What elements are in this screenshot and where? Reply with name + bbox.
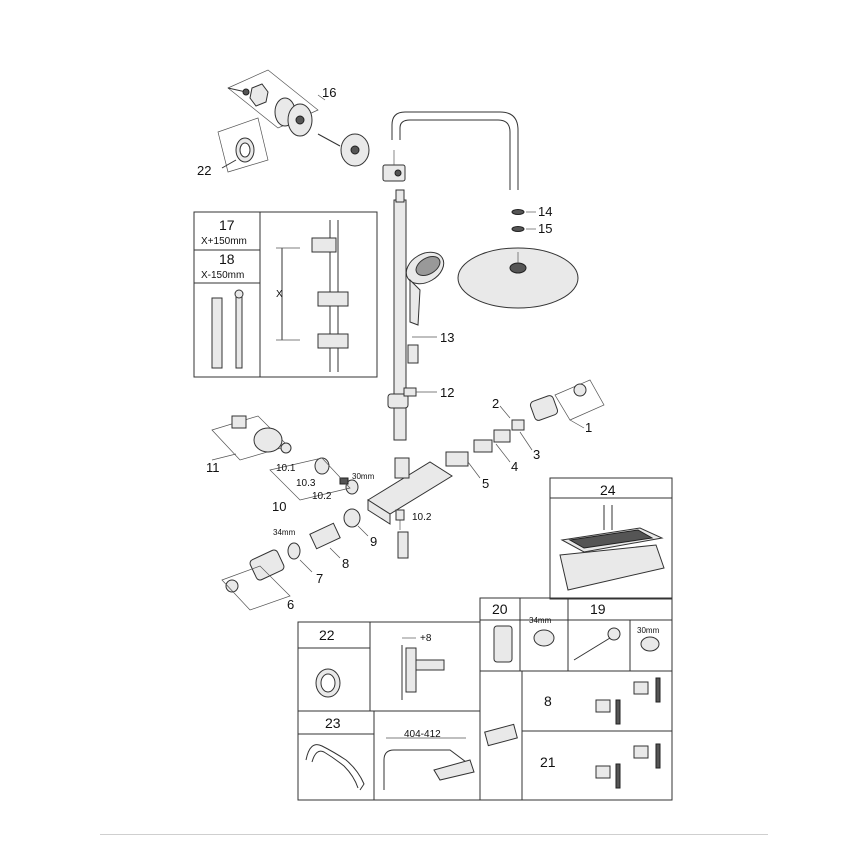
label-10: 10 <box>272 499 286 514</box>
label-16: 16 <box>322 85 336 100</box>
label-14: 14 <box>538 204 552 219</box>
label-8: 8 <box>342 556 349 571</box>
label-5: 5 <box>482 476 489 491</box>
label-13: 13 <box>440 330 454 345</box>
label-10-3: 10.3 <box>296 478 316 489</box>
label-22: 22 <box>197 163 211 178</box>
footer-divider <box>100 834 768 835</box>
box-23: 23 404-412 <box>297 710 481 801</box>
box-8-21: 8 21 <box>479 670 673 801</box>
label-7: 7 <box>316 571 323 586</box>
box-20-19: 20 19 34mm 30mm <box>479 597 673 672</box>
label-10-2: 10.2 <box>312 491 332 502</box>
label-9: 9 <box>370 534 377 549</box>
size-30mm-label: 30mm <box>352 472 375 481</box>
box-22-number: 22 <box>319 627 335 643</box>
box-20-number: 20 <box>492 601 508 617</box>
label-2: 2 <box>492 396 499 411</box>
box-22-dimension: +8 <box>420 633 432 644</box>
inset-18-sub: X-150mm <box>201 270 244 281</box>
wall-bracket-assembly: 16 22 <box>197 69 370 178</box>
box-24: 24 <box>549 477 673 600</box>
inset-dimension-x: X <box>276 289 283 300</box>
label-10-2-lower: 10.2 <box>412 512 432 523</box>
box-20-note: 34mm <box>529 616 552 625</box>
box-19-note: 30mm <box>637 626 660 635</box>
box-23-number: 23 <box>325 715 341 731</box>
inlet-assembly-left: 11 10.1 10.3 10.2 10 9 8 34mm 7 6 <box>206 415 377 612</box>
label-11: 11 <box>206 460 220 475</box>
box-23-dimension: 404-412 <box>404 729 441 740</box>
box-19-number: 19 <box>590 601 606 617</box>
inset-17-sub: X+150mm <box>201 236 247 247</box>
label-12: 12 <box>440 385 454 400</box>
label-6: 6 <box>287 597 294 612</box>
shower-column: 14 15 13 12 <box>382 111 579 441</box>
label-10-1: 10.1 <box>276 463 296 474</box>
thermostat-body: 10.2 30mm <box>352 457 453 559</box>
inset-18-number: 18 <box>219 251 235 267</box>
inset-17-18: 17 X+150mm 18 X-150mm X <box>193 211 378 378</box>
box-22: 22 +8 <box>297 621 481 712</box>
inlet-assembly-right: 1 2 3 4 5 <box>445 379 605 491</box>
label-4: 4 <box>511 459 518 474</box>
label-15: 15 <box>538 221 552 236</box>
size-34mm-label: 34mm <box>273 528 296 537</box>
box-8-number: 8 <box>544 693 552 709</box>
inset-17-number: 17 <box>219 217 235 233</box>
box-21-number: 21 <box>540 754 556 770</box>
box-24-number: 24 <box>600 482 616 498</box>
label-1: 1 <box>585 420 592 435</box>
label-3: 3 <box>533 447 540 462</box>
